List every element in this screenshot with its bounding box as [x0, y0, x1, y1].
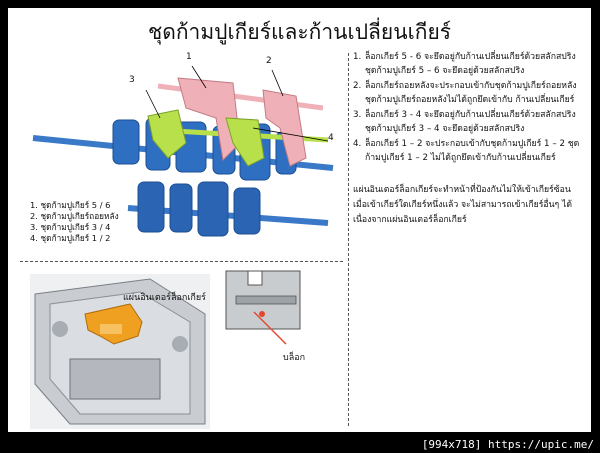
callout-4: 4 [328, 133, 334, 143]
note-item: 4.ล็อกเกียร์ 1 – 2 จะประกอบเข้ากับชุดก้า… [353, 139, 580, 163]
legend-item: 2. ชุดก้ามปูเกียร์ถอยหลัง [30, 211, 119, 221]
legend-item: 4. ชุดก้ามปูเกียร์ 1 / 2 [30, 233, 111, 243]
block-illustration [225, 270, 301, 330]
slide-title: ชุดก้ามปูเกียร์และก้านเปลี่ยนเกียร์ [147, 20, 452, 44]
callout-3: 3 [129, 75, 135, 85]
interlock-plate-label: แผ่นอินเตอร์ล็อกเกียร์ [123, 293, 206, 303]
diagram-legend: 1. ชุดก้ามปูเกียร์ 5 / 6 2. ชุดก้ามปูเกี… [30, 200, 119, 244]
note-item: 2.ล็อกเกียร์ถอยหลังจะประกอบเข้ากับชุดก้า… [353, 81, 577, 105]
note-item: 1.ล็อกเกียร์ 5 - 6 จะยึดอยู่กับก้านเปลี่… [353, 52, 576, 76]
horizontal-divider [20, 261, 343, 262]
slide: ชุดก้ามปูเกียร์และก้านเปลี่ยนเกียร์ [8, 8, 591, 432]
vertical-divider [348, 53, 349, 426]
block-label: บล็อก [283, 353, 306, 363]
gearbox-diagram [32, 65, 334, 237]
block-pointer [253, 311, 287, 345]
note-item: 3.ล็อกเกียร์ 3 - 4 จะยึดอยู่กับก้านเปลี่… [353, 110, 576, 134]
callout-2: 2 [266, 56, 272, 66]
housing-illustration [30, 274, 210, 429]
legend-item: 1. ชุดก้ามปูเกียร์ 5 / 6 [30, 200, 111, 210]
notes-panel: 1.ล็อกเกียร์ 5 - 6 จะยึดอยู่กับก้านเปลี่… [353, 50, 581, 228]
callout-1: 1 [186, 52, 192, 62]
interlock-paragraph: แผ่นอินเตอร์ล็อกเกียร์จะทำหน้าที่ป้องกัน… [353, 185, 572, 225]
image-footer: [994x718] https://upic.me/ [421, 438, 594, 451]
legend-item: 3. ชุดก้ามปูเกียร์ 3 / 4 [30, 222, 111, 232]
